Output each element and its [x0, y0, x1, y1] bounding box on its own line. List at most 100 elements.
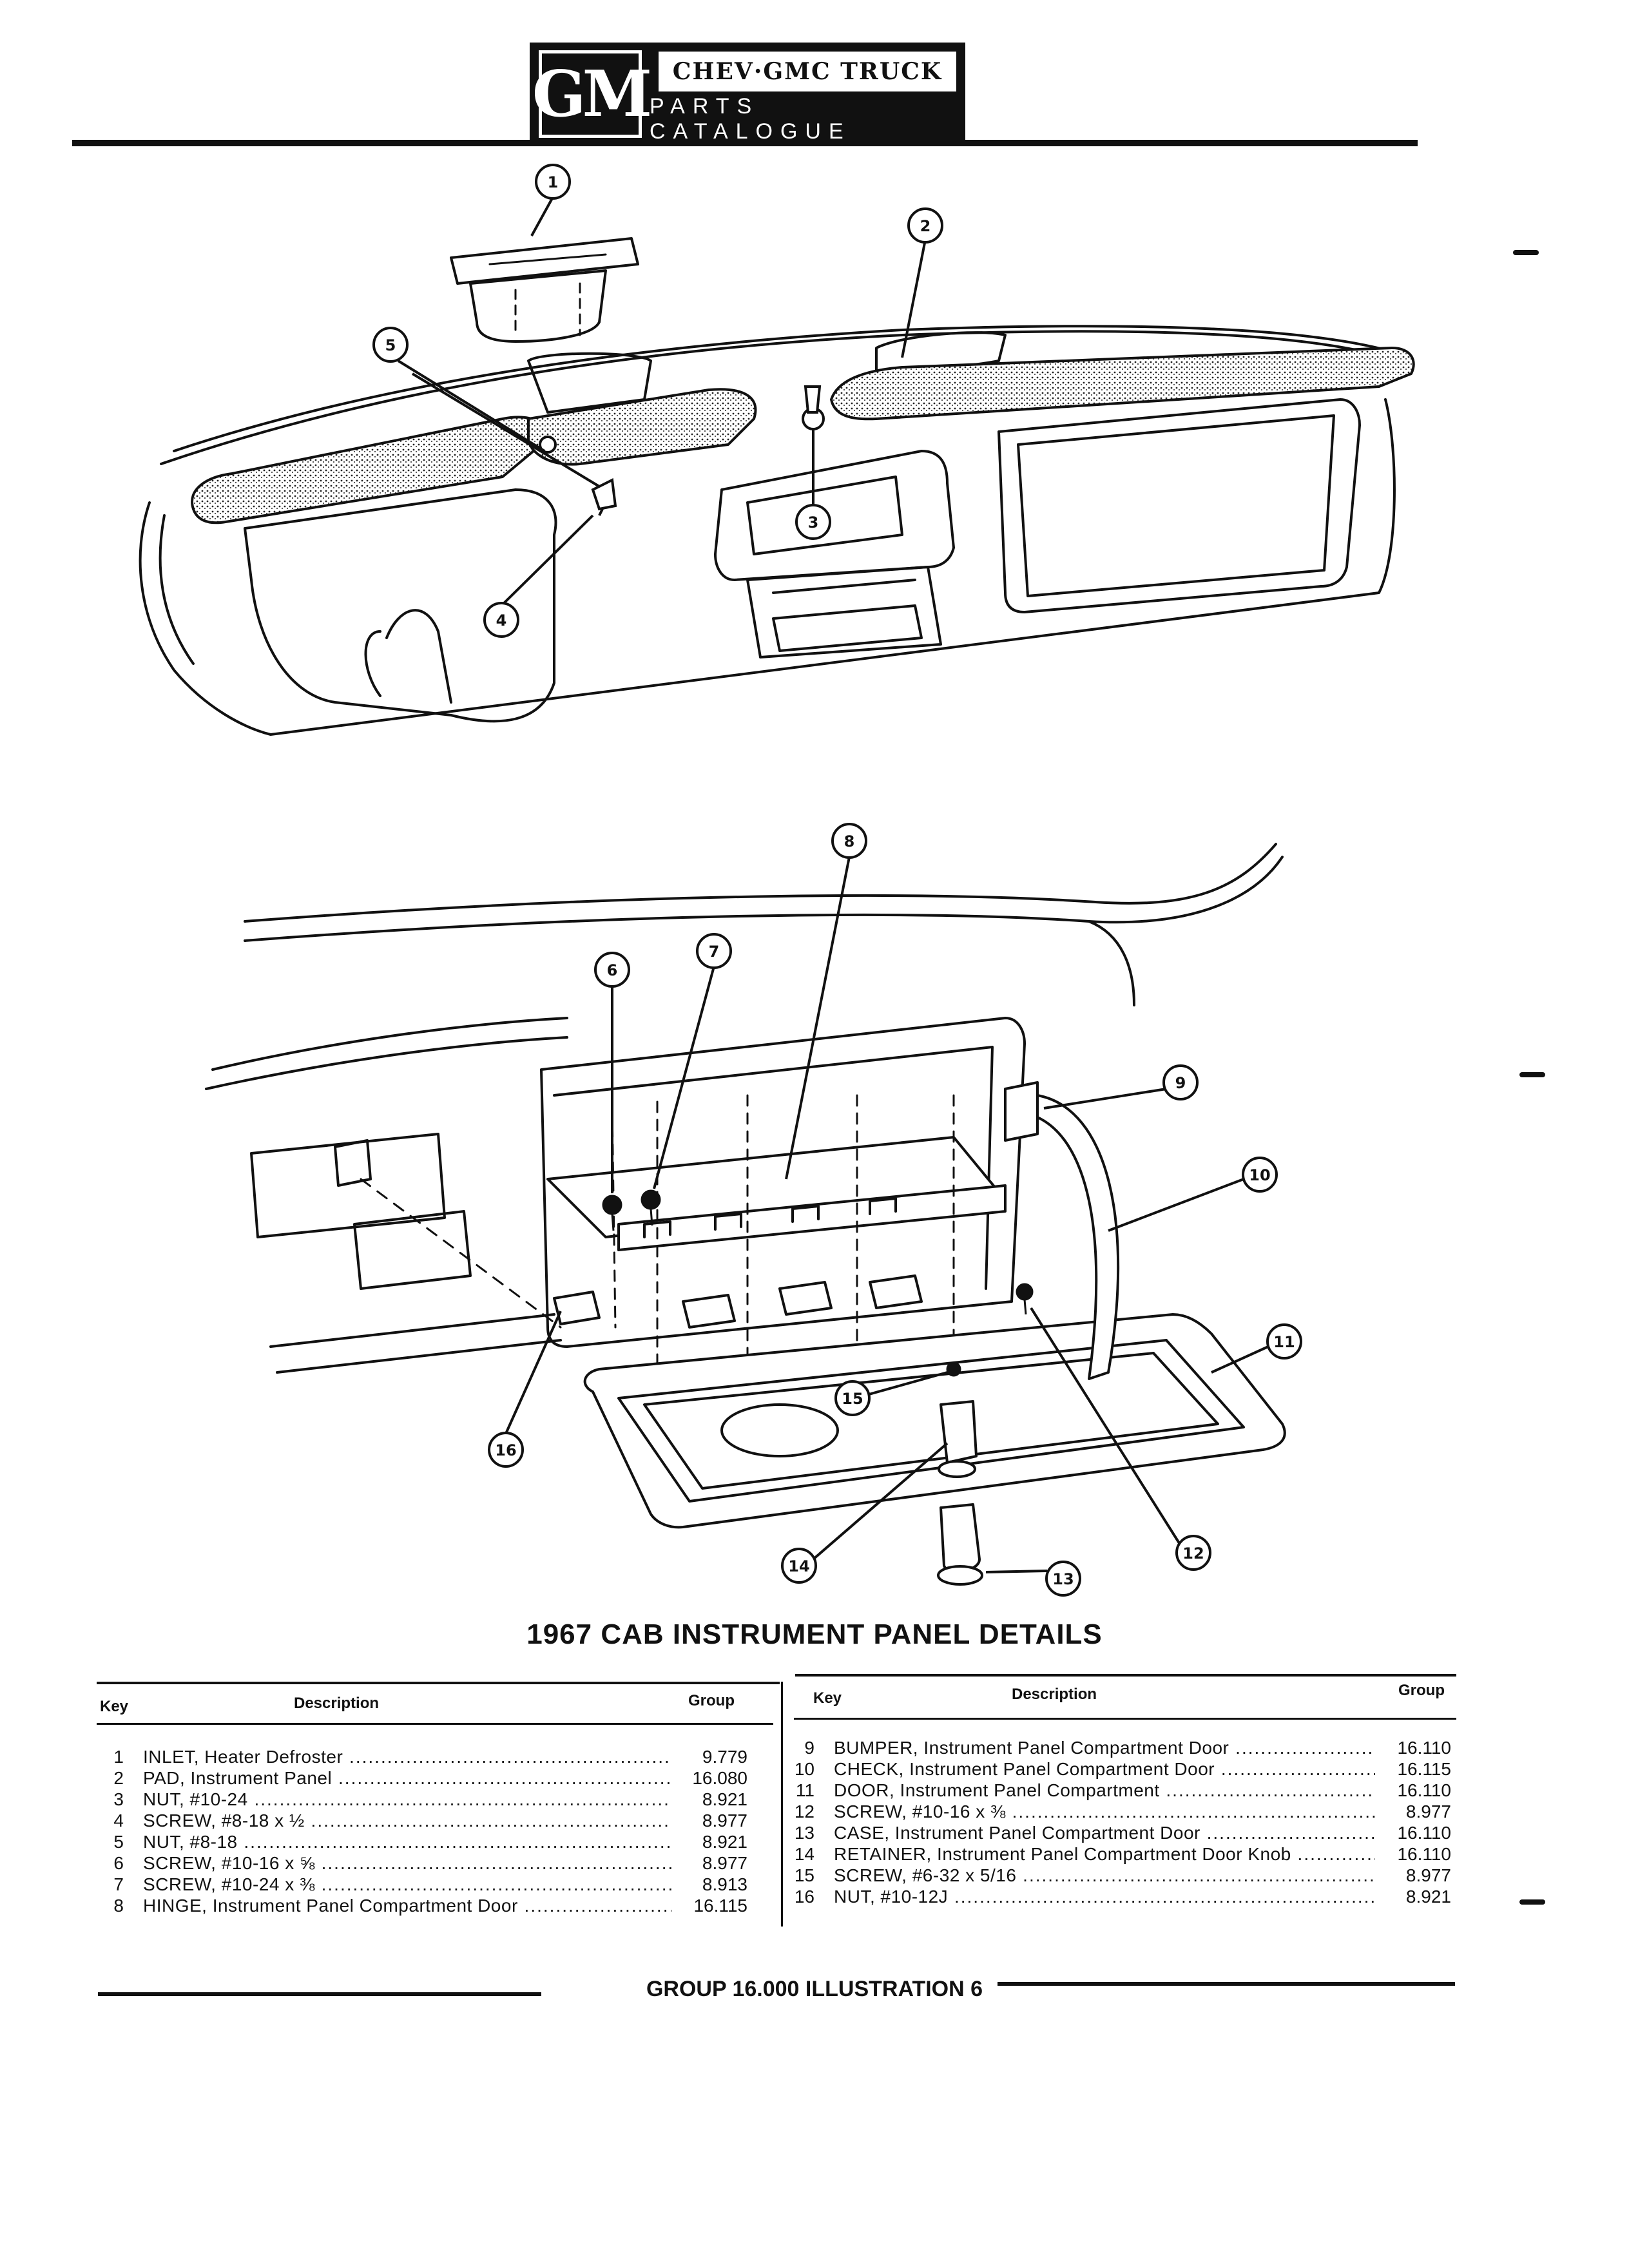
row-key: 10	[794, 1759, 815, 1779]
row-desc: PAD, Instrument Panel	[143, 1767, 671, 1789]
callout-15: 15	[842, 1390, 863, 1408]
callout-numbers: 1 2 3 4 5 6 7 8 9 10 11 12 13 14 15 16	[385, 173, 1295, 1588]
row-desc: SCREW, #10-16 x ⅝	[143, 1852, 671, 1874]
row-key: 9	[804, 1738, 815, 1758]
row-key: 12	[794, 1802, 815, 1821]
row-group: 16.110	[1397, 1844, 1451, 1864]
callout-11: 11	[1273, 1333, 1295, 1351]
instrument-panel-diagram: 1 2 3 4 5 6 7 8 9 10 11 12 13 14 15 16	[139, 164, 1415, 1597]
row-desc: SCREW, #8-18 x ½	[143, 1810, 671, 1831]
callout-1: 1	[548, 173, 559, 191]
header-desc-left: Description	[294, 1695, 380, 1712]
row-desc: RETAINER, Instrument Panel Compartment D…	[834, 1843, 1375, 1865]
table-row: 13 CASE, Instrument Panel Compartment Doo…	[781, 1822, 1451, 1843]
brand-line-1: CHEV·GMC TRUCK	[659, 52, 956, 91]
parts-list-right: 9 BUMPER, Instrument Panel Compartment Do…	[781, 1737, 1451, 1907]
row-group: 16.115	[1397, 1759, 1451, 1779]
table-top-rule-right	[795, 1674, 1456, 1677]
row-group: 8.921	[702, 1789, 747, 1809]
table-row: 6 SCREW, #10-16 x ⅝ 8.977	[90, 1852, 747, 1874]
leader-lines	[397, 197, 1269, 1573]
row-desc: SCREW, #10-16 x ⅜	[834, 1801, 1375, 1822]
row-group: 16.080	[692, 1768, 747, 1788]
lower-fasteners	[602, 1189, 1034, 1377]
header-rule	[72, 140, 1418, 146]
row-key: 13	[794, 1823, 815, 1843]
row-key: 8	[113, 1896, 124, 1916]
edge-mark	[1519, 1899, 1545, 1905]
row-desc: CHECK, Instrument Panel Compartment Door	[834, 1758, 1375, 1780]
row-group: 8.977	[702, 1853, 747, 1873]
row-key: 15	[794, 1865, 815, 1885]
callout-16: 16	[495, 1441, 516, 1459]
upper-fasteners	[539, 385, 825, 516]
table-row: 2 PAD, Instrument Panel 16.080	[90, 1767, 747, 1789]
callout-5: 5	[385, 336, 396, 354]
table-row: 10 CHECK, Instrument Panel Compartment Do…	[781, 1758, 1451, 1780]
lower-compartment-view	[205, 843, 1286, 1586]
table-top-rule	[97, 1682, 780, 1684]
table-row: 1 INLET, Heater Defroster 9.779	[90, 1746, 747, 1767]
row-desc: INLET, Heater Defroster	[143, 1746, 671, 1767]
callout-7: 7	[709, 943, 720, 961]
row-group: 16.115	[693, 1896, 747, 1916]
table-row: 5 NUT, #8-18 8.921	[90, 1831, 747, 1852]
callout-4: 4	[496, 611, 507, 629]
callout-9: 9	[1175, 1074, 1186, 1092]
table-row: 16 NUT, #10-12J 8.921	[781, 1886, 1451, 1907]
header-desc-right: Description	[1012, 1686, 1097, 1703]
row-key: 5	[113, 1832, 124, 1852]
brand-box: CHEV·GMC TRUCK PARTS CATALOGUE	[650, 43, 965, 146]
parts-list-left: 1 INLET, Heater Defroster 9.779 2 PAD, Inst…	[90, 1746, 747, 1916]
callout-13: 13	[1052, 1570, 1074, 1588]
row-desc: CASE, Instrument Panel Compartment Door	[834, 1822, 1375, 1843]
row-group: 16.110	[1397, 1823, 1451, 1843]
callout-8: 8	[844, 832, 855, 850]
table-row: 12 SCREW, #10-16 x ⅜ 8.977	[781, 1801, 1451, 1822]
callout-14: 14	[788, 1557, 809, 1575]
row-key: 14	[794, 1844, 815, 1864]
callout-markers	[372, 164, 1302, 1597]
row-group: 8.977	[702, 1811, 747, 1831]
header-key-right: Key	[813, 1689, 842, 1707]
row-group: 16.110	[1397, 1738, 1451, 1758]
row-desc: SCREW, #10-24 x ⅜	[143, 1874, 671, 1895]
callout-6: 6	[607, 961, 618, 979]
row-group: 8.977	[1405, 1802, 1451, 1821]
header-group-right: Group	[1398, 1682, 1445, 1699]
row-key: 2	[113, 1768, 124, 1788]
table-row: 9 BUMPER, Instrument Panel Compartment Do…	[781, 1737, 1451, 1758]
row-desc: NUT, #8-18	[143, 1831, 671, 1852]
gm-logo: GM	[530, 43, 652, 146]
edge-mark	[1519, 1072, 1545, 1077]
row-key: 16	[794, 1887, 815, 1907]
header-key-left: Key	[100, 1698, 129, 1715]
callout-3: 3	[808, 514, 819, 532]
row-desc: NUT, #10-12J	[834, 1886, 1375, 1907]
row-desc: NUT, #10-24	[143, 1789, 671, 1810]
instrument-pads	[191, 347, 1415, 524]
row-key: 7	[113, 1874, 124, 1894]
row-desc: DOOR, Instrument Panel Compartment	[834, 1780, 1375, 1801]
row-group: 8.921	[1405, 1887, 1451, 1907]
upper-dash-view	[139, 237, 1400, 736]
row-key: 1	[113, 1747, 124, 1767]
row-key: 6	[113, 1853, 124, 1873]
row-desc: SCREW, #6-32 x 5/16	[834, 1865, 1375, 1886]
callout-10: 10	[1249, 1166, 1270, 1184]
table-column-divider	[781, 1682, 783, 1927]
table-row: 14 RETAINER, Instrument Panel Compartment…	[781, 1843, 1451, 1865]
row-group: 8.977	[1405, 1865, 1451, 1885]
row-group: 9.779	[702, 1747, 747, 1767]
row-group: 16.110	[1397, 1780, 1451, 1800]
row-desc: BUMPER, Instrument Panel Compartment Doo…	[834, 1737, 1375, 1758]
callout-2: 2	[920, 217, 931, 235]
gm-logo-text: GM	[532, 50, 652, 138]
row-group: 8.921	[702, 1832, 747, 1852]
footer-illustration-label: GROUP 16.000 ILLUSTRATION 6	[646, 1977, 983, 2001]
